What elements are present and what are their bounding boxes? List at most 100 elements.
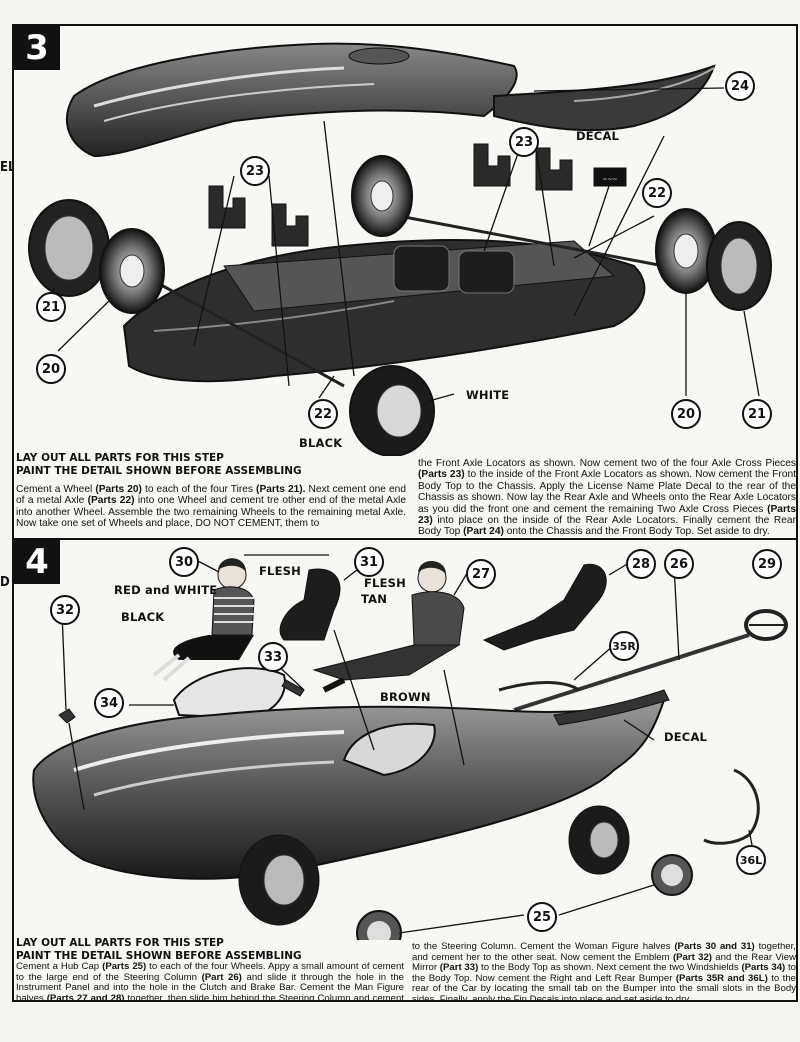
instruction-text: to the inside of the Front Axle Locators…: [418, 469, 796, 515]
label-decal-step4: DECAL: [664, 730, 708, 744]
man-half: [482, 563, 607, 651]
callout-22-bottom: 22: [308, 399, 338, 429]
emblem: [58, 708, 76, 724]
wheel-front-bottom: [349, 365, 435, 456]
label-decal-step3: DECAL: [576, 129, 620, 143]
step-3-heading-line1: LAY OUT ALL PARTS FOR THIS STEP: [16, 452, 224, 464]
steering-wheel: [744, 609, 788, 641]
part-reference: (Part 33): [439, 962, 479, 974]
label-white-step3: WHITE: [466, 388, 510, 402]
rear-view-mirror: [281, 679, 305, 697]
woman-half: [279, 568, 341, 641]
part-reference: (Part 24): [463, 526, 504, 538]
instruction-text: the Front Axle Locators as shown. Now ce…: [418, 458, 796, 469]
step-3-instructions-left: Cement a Wheel (Parts 20) to each of the…: [16, 484, 406, 530]
label-brown: BROWN: [380, 690, 431, 704]
hub-caps: [356, 854, 693, 940]
callout-34: 34: [94, 688, 124, 718]
license-plate-decal: [593, 167, 627, 187]
instruction-text: and slide it through the hole in the Ins…: [16, 971, 404, 1002]
instruction-text: and the Rear View Mirror: [412, 951, 797, 974]
car-body: [32, 689, 670, 926]
instruction-text: to the rear of the Car by locating the s…: [412, 972, 797, 1002]
instruction-text: into one Wheel and cement tre other end …: [16, 495, 406, 530]
part-reference: (Part 26): [201, 971, 242, 983]
part-reference: (Parts 23): [418, 469, 465, 481]
rear-body-top: [493, 64, 716, 132]
woman-figure: [152, 558, 255, 682]
step-4-instructions-left: Cement a Hub Cap (Parts 25) to each of t…: [16, 961, 404, 1002]
step-3-heading-line2: PAINT THE DETAIL SHOWN BEFORE ASSEMBLING: [16, 465, 302, 477]
step-4-heading-line1: LAY OUT ALL PARTS FOR THIS STEP: [16, 937, 224, 949]
tire-right: [706, 221, 772, 311]
callout-21-right: 21: [742, 399, 772, 429]
instruction-text: to each of the four Tires: [141, 484, 257, 495]
step-4-illustration: [32, 554, 788, 940]
part-reference: (Parts 21).: [256, 484, 306, 495]
callout-23-right: 23: [509, 127, 539, 157]
wheel-left: [99, 228, 165, 314]
part-reference: (Parts 27 and 28): [46, 992, 125, 1002]
edge-mark-bottom: D: [0, 575, 10, 590]
bumper-right: [498, 681, 580, 692]
callout-23-left: 23: [240, 156, 270, 186]
callout-21-left: 21: [36, 292, 66, 322]
callout-32: 32: [50, 595, 80, 625]
callout-31: 31: [354, 547, 384, 577]
step-3-instructions-right: the Front Axle Locators as shown. Now ce…: [418, 458, 796, 538]
wheel-rear-top: [351, 155, 413, 237]
instruction-text: to the Steering Column. Cement the Woman…: [412, 941, 675, 952]
bumper-left: [703, 768, 760, 845]
callout-20-right: 20: [671, 399, 701, 429]
callout-26: 26: [664, 549, 694, 579]
step-3-panel: 3: [12, 24, 798, 542]
axle-cross-pieces: [208, 143, 573, 247]
instruction-text: Next cement one end of a metal Axle: [16, 484, 406, 507]
instruction-text: together, and cement her to the other se…: [412, 941, 796, 963]
callout-29: 29: [752, 549, 782, 579]
step-4-instructions-right: to the Steering Column. Cement the Woman…: [412, 941, 797, 1002]
part-reference: (Parts 35R and 36L): [675, 972, 768, 984]
step-4-number: 4: [14, 540, 60, 584]
edge-mark-top: EL: [0, 160, 16, 175]
step-3-illustration: ~~~: [28, 42, 772, 456]
tire-left: [28, 199, 110, 297]
instruction-text: together, then slide him behind the Stee…: [127, 992, 404, 1002]
instruction-text: to the Body Top. Now cement the Right an…: [412, 962, 796, 984]
callout-30: 30: [169, 547, 199, 577]
label-red-and-white: RED and WHITE: [114, 583, 218, 597]
part-reference: (Parts 30 and 31): [674, 941, 755, 952]
instruction-text: to each of the four Wheels. Appy a small…: [16, 961, 404, 983]
label-black-step3: BLACK: [299, 436, 343, 450]
callout-22-right: 22: [642, 178, 672, 208]
part-reference: (Parts 34): [741, 962, 786, 974]
instruction-text: into place on the inside of the Rear Axl…: [418, 515, 796, 538]
part-reference: (Parts 20): [95, 484, 142, 495]
label-flesh-man: FLESH: [364, 576, 406, 590]
instruction-text: onto the Chassis and the Front Body Top.…: [503, 526, 770, 538]
callout-35r: 35R: [609, 631, 639, 661]
part-reference: (Parts 23): [418, 503, 796, 527]
part-reference: (Part 32): [672, 951, 712, 963]
leader-lines: [53, 87, 760, 402]
leader-lines-step4: [61, 554, 753, 934]
callout-28: 28: [626, 549, 656, 579]
front-axle: [153, 279, 345, 388]
part-reference: (Parts 25): [102, 961, 147, 972]
step-4-panel: 4: [12, 538, 798, 1002]
wheel-right: [655, 208, 717, 294]
chassis: [122, 239, 646, 383]
callout-25: 25: [527, 902, 557, 932]
svg-text:~~~: ~~~: [602, 176, 617, 183]
step-4-heading-line2: PAINT THE DETAIL SHOWN BEFORE ASSEMBLING: [16, 950, 302, 962]
label-tan: TAN: [361, 592, 388, 606]
instruction-text: Cement a Hub Cap: [16, 961, 103, 972]
part-reference: (Parts 22): [87, 495, 135, 507]
callout-20-left: 20: [36, 354, 66, 384]
front-body-top: [65, 42, 518, 158]
label-black-step4: BLACK: [121, 610, 165, 624]
step-3-heading: LAY OUT ALL PARTS FOR THIS STEP PAINT TH…: [16, 452, 302, 478]
callout-24: 24: [725, 71, 755, 101]
step-3-number: 3: [14, 26, 60, 70]
